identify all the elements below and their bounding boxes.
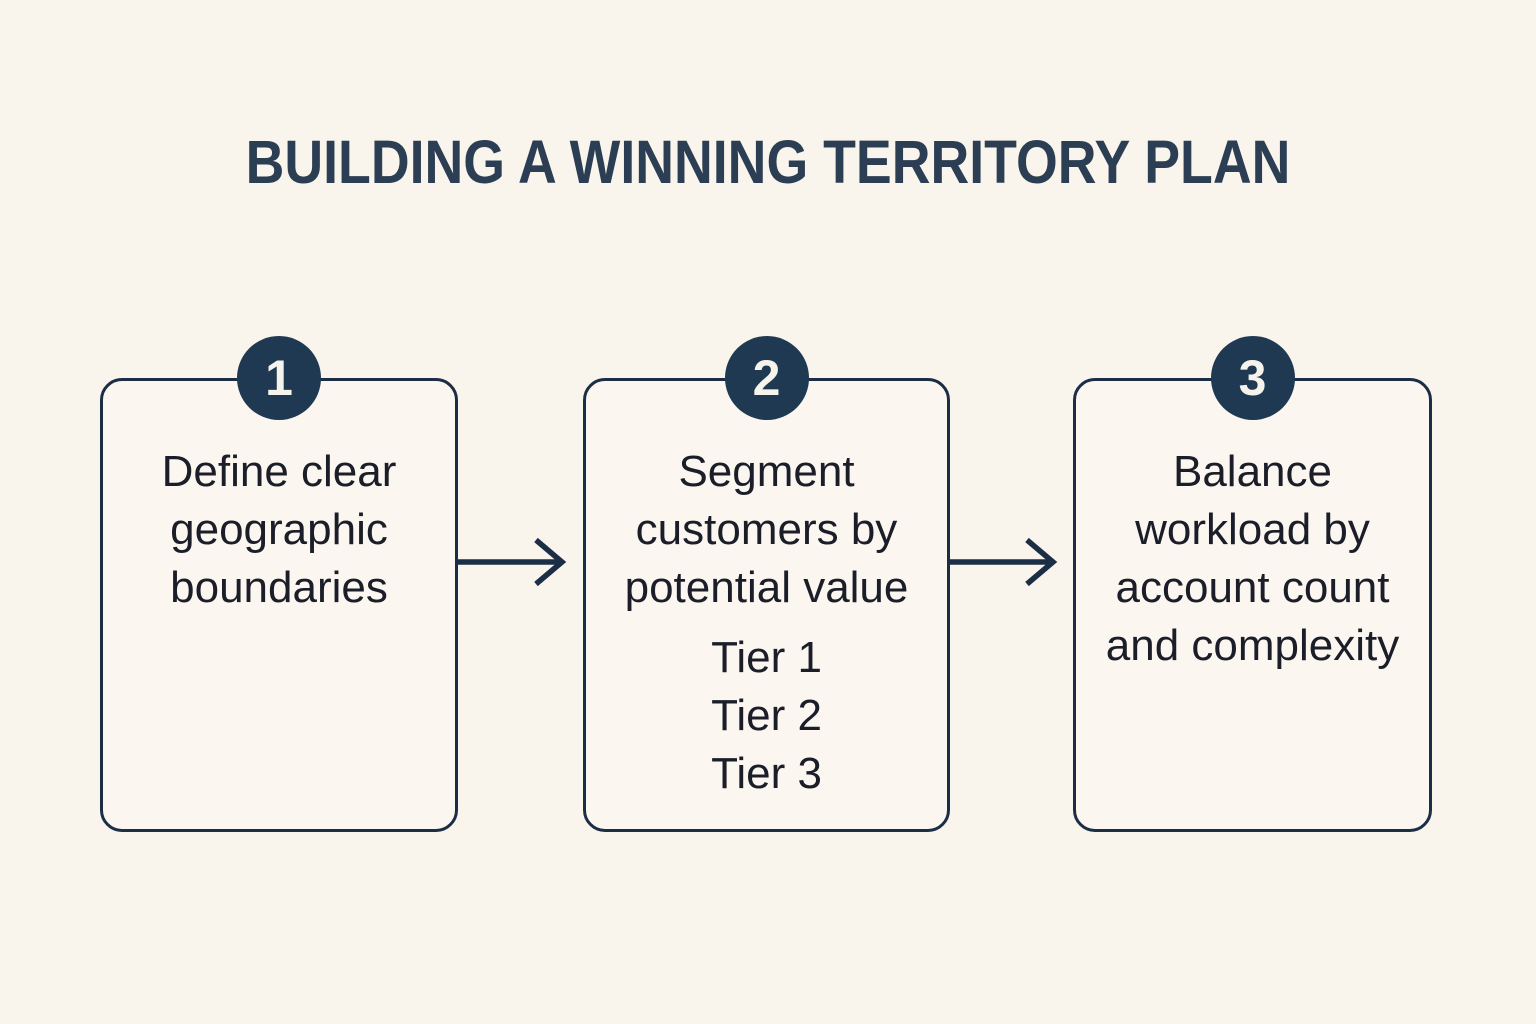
step-description-3: Balance workload by account count and co…	[1105, 447, 1400, 670]
tier-list: Tier 1 Tier 2 Tier 3	[711, 633, 822, 798]
step-number-1: 1	[265, 350, 293, 406]
arrow-right-icon-2	[948, 533, 1058, 591]
step-number-badge-1: 1	[237, 336, 321, 420]
step-description-2: Segment customers by potential value	[624, 447, 909, 612]
step-number-badge-2: 2	[724, 336, 809, 420]
step-text-2: Segment customers by potential value Tie…	[598, 443, 935, 803]
step-number-badge-3: 3	[1210, 336, 1295, 420]
page-title: BUILDING A WINNING TERRITORY PLAN	[245, 128, 1291, 196]
step-card-3: 3 Balance workload by account count and …	[1073, 336, 1432, 832]
arrow-right-icon-1	[457, 533, 567, 591]
step-card-1: 1 Define clear geographic boundaries	[100, 336, 458, 832]
step-description-1: Define clear geographic boundaries	[161, 447, 397, 612]
step-number-2: 2	[752, 350, 781, 406]
step-text-3: Balance workload by account count and co…	[1088, 443, 1417, 675]
step-number-3: 3	[1238, 350, 1267, 406]
step-card-2: 2 Segment customers by potential value T…	[583, 336, 950, 832]
step-text-1: Define clear geographic boundaries	[115, 443, 443, 617]
